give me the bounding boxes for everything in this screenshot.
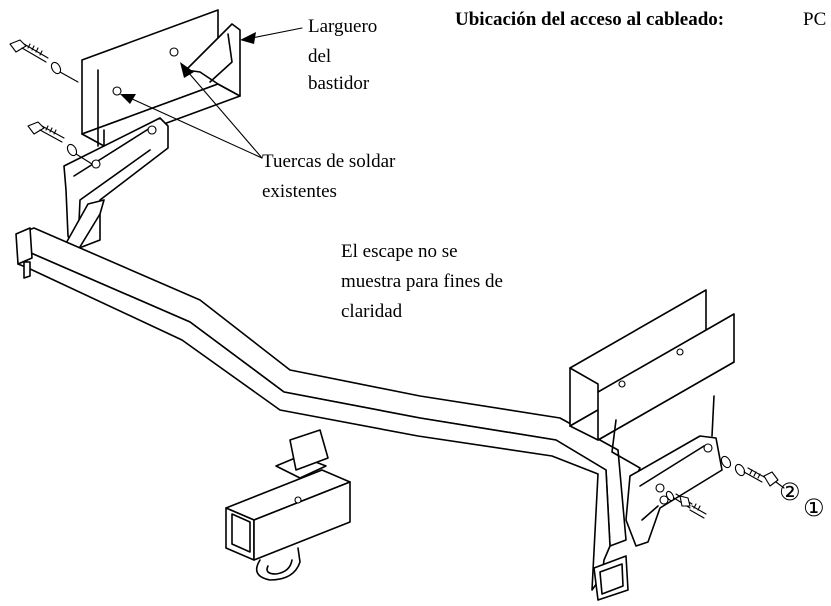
right-bolts — [665, 455, 785, 519]
left-side-bracket — [59, 117, 169, 261]
callout-2: ② — [779, 478, 801, 506]
weld-nuts-label-1: Tuercas de soldar — [262, 151, 396, 172]
exhaust-note-2: muestra para fines de — [341, 271, 503, 292]
right-frame-rail — [569, 289, 735, 441]
callout-1: ① — [803, 494, 825, 522]
exhaust-note-1: El escape no se — [341, 241, 458, 262]
frame-rail-label-3: bastidor — [308, 73, 370, 94]
cross-tube — [15, 227, 629, 601]
left-bolts — [9, 39, 93, 165]
right-side-bracket — [611, 395, 723, 547]
frame-rail-label-1: Larguero — [308, 16, 378, 37]
leader-arrows — [120, 27, 303, 159]
exhaust-note-3: claridad — [341, 301, 403, 322]
receiver — [225, 429, 351, 581]
wiring-access-label: Ubicación del acceso al cableado: — [455, 9, 725, 30]
wiring-access-value: PC — [803, 9, 827, 30]
left-frame-rail — [81, 9, 241, 147]
frame-rail-label-2: del — [308, 46, 332, 67]
weld-nuts-label-2: existentes — [262, 181, 337, 202]
